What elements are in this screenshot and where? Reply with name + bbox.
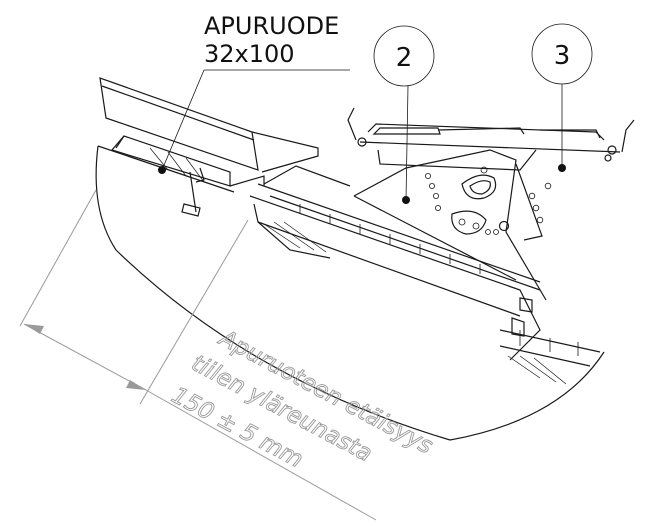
callout-label-line1: APURUODE <box>204 12 339 40</box>
balloon-3 <box>531 23 593 172</box>
dimension-line <box>19 189 377 521</box>
roof-tiles <box>249 165 601 385</box>
auxiliary-batten <box>99 77 319 217</box>
callout-leader <box>158 69 350 174</box>
bracket-plate <box>353 149 547 301</box>
rail-assembly <box>347 107 635 241</box>
callout-label-line2: 32x100 <box>204 40 295 68</box>
balloon-3-label: 3 <box>554 41 571 71</box>
roof-section-outline <box>95 145 605 441</box>
balloon-2 <box>373 25 435 204</box>
balloon-2-label: 2 <box>396 43 413 73</box>
